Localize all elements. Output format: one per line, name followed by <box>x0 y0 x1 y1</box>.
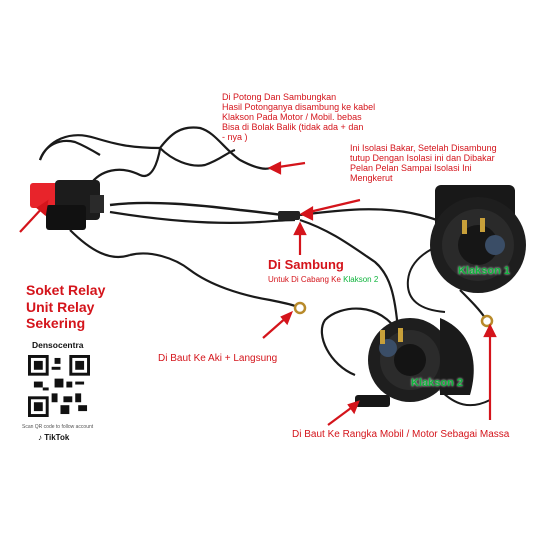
wire-horn2-loop <box>320 307 401 377</box>
annotation-relay: Soket Relay Unit Relay Sekering <box>26 282 105 332</box>
scan-instruction: Scan QR code to follow account <box>22 424 94 430</box>
arrow-head <box>280 310 294 326</box>
annotation-insulate: Ini Isolasi Bakar, Setelah Disambung tut… <box>350 143 497 184</box>
arrow-head <box>293 221 307 236</box>
annotation-ground: Di Baut Ke Rangka Mobil / Motor Sebagai … <box>292 429 510 440</box>
annotation-cut-line: Di Potong Dan Sambungkan <box>222 92 337 102</box>
annotation-branch-prefix: Untuk Di Cabang Ke <box>268 275 341 284</box>
heat-shrink-sleeve <box>278 211 300 220</box>
annotation-insulate-line: Mengkerut <box>350 172 393 183</box>
wire-loose-end <box>38 139 101 161</box>
wire-main <box>109 210 296 224</box>
tiktok-logo: ♪ TikTok <box>38 433 70 442</box>
ring-terminal-horn1 <box>480 314 494 328</box>
horn-1 <box>430 185 526 293</box>
horn1-label: Klakson 1 <box>458 265 510 277</box>
annotation-insulate-line: Ini Isolasi Bakar, Setelah Disambung <box>350 143 497 153</box>
qr-code[interactable] <box>28 355 90 417</box>
wire-to-horn2 <box>299 218 400 331</box>
wire-loose-end <box>38 134 161 161</box>
arrow-insulate <box>304 198 361 215</box>
ring-terminal-battery <box>293 301 307 315</box>
annotation-cut-line: Klakson Pada Motor / Mobil. bebas <box>222 111 362 122</box>
horn-2 <box>355 318 474 407</box>
wire-main <box>109 201 291 218</box>
annotation-cut-line: - nya ) <box>222 131 248 142</box>
wire-loop-top <box>159 147 236 167</box>
annotation-battery: Di Baut Ke Aki + Langsung <box>158 353 278 364</box>
tiktok-text: TikTok <box>44 433 70 442</box>
annotation-branch-target: Klakson 2 <box>343 275 379 284</box>
wire-horn1-ground <box>459 289 486 319</box>
arrow-head <box>347 400 360 415</box>
wire-relay-down <box>69 229 131 259</box>
wire-relay-up <box>89 147 162 186</box>
wire-to-horn1 <box>299 208 456 231</box>
arrow-head <box>267 161 282 175</box>
horn2-label: Klakson 2 <box>411 377 463 389</box>
annotation-cut: Di Potong Dan Sambungkan Hasil Potongany… <box>222 92 376 142</box>
annotation-insulate-line: Pelan Pelan Sampai Isolasi Ini <box>350 162 472 173</box>
arrow-head <box>483 323 497 338</box>
arrow-head <box>36 199 49 217</box>
brand-name: Densocentra <box>32 340 84 350</box>
annotation-insulate-line: tutup Dengan Isolasi ini dan Dibakar <box>350 152 495 163</box>
annotation-branch: Untuk Di Cabang Ke Klakson 2 <box>268 275 379 285</box>
annotation-cut-line: Bisa di Bolak Balik (tidak ada + dan <box>222 121 364 132</box>
arrow-head <box>299 206 314 221</box>
wire-to-battery <box>129 252 296 308</box>
annotation-relay-line: Unit Relay <box>26 298 95 315</box>
relay-unit <box>30 180 104 230</box>
annotation-relay-line: Soket Relay <box>26 282 106 298</box>
annotation-cut-line: Hasil Potonganya disambung ke kabel <box>222 101 376 112</box>
annotation-arrows <box>19 161 497 426</box>
annotation-sambung: Di Sambung <box>268 257 344 272</box>
wire-loop-top <box>159 126 271 170</box>
annotation-relay-line: Sekering <box>26 315 86 332</box>
